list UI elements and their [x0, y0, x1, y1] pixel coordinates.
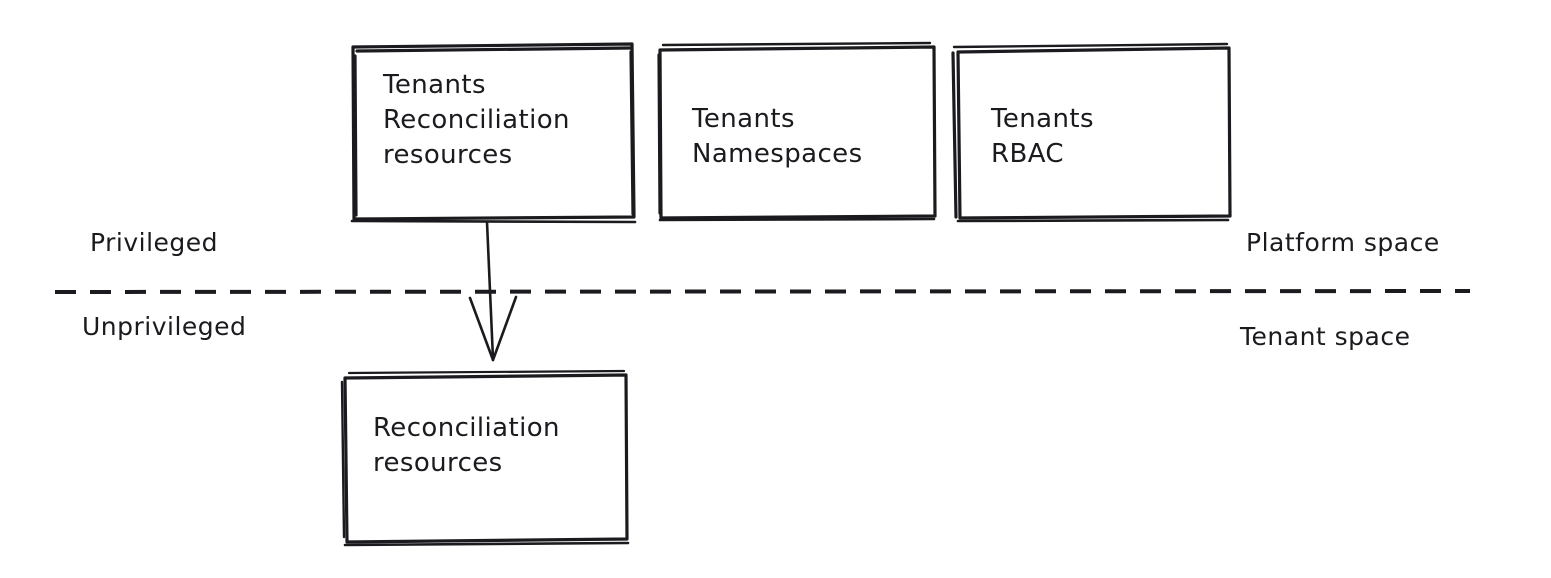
node-line-1: Tenants	[383, 70, 486, 100]
node-line-1: Tenants	[692, 104, 795, 134]
node-line-3: resources	[383, 140, 513, 170]
node-shape-tenants-namespaces[interactable]	[657, 41, 937, 222]
node-line-2: resources	[373, 448, 503, 478]
zone-label-platform-space: Platform space	[1246, 228, 1440, 257]
zone-label-unprivileged: Unprivileged	[82, 312, 247, 341]
node-shape-tenants-rbac[interactable]	[951, 42, 1232, 223]
node-shape-tenants-reconciliation-resources[interactable]	[350, 42, 637, 224]
node-label-reconciliation-resources: Reconciliation resources	[373, 411, 560, 481]
node-shape-reconciliation-resources[interactable]	[340, 369, 630, 547]
privilege-boundary-divider	[54, 289, 1471, 294]
node-line-2: Reconciliation	[383, 105, 570, 135]
zone-label-tenant-space: Tenant space	[1240, 322, 1411, 351]
node-line-2: Namespaces	[692, 139, 863, 169]
node-line-1: Reconciliation	[373, 413, 560, 443]
node-line-1: Tenants	[991, 104, 1094, 134]
node-line-2: RBAC	[991, 139, 1064, 169]
zone-label-privileged: Privileged	[90, 228, 219, 257]
